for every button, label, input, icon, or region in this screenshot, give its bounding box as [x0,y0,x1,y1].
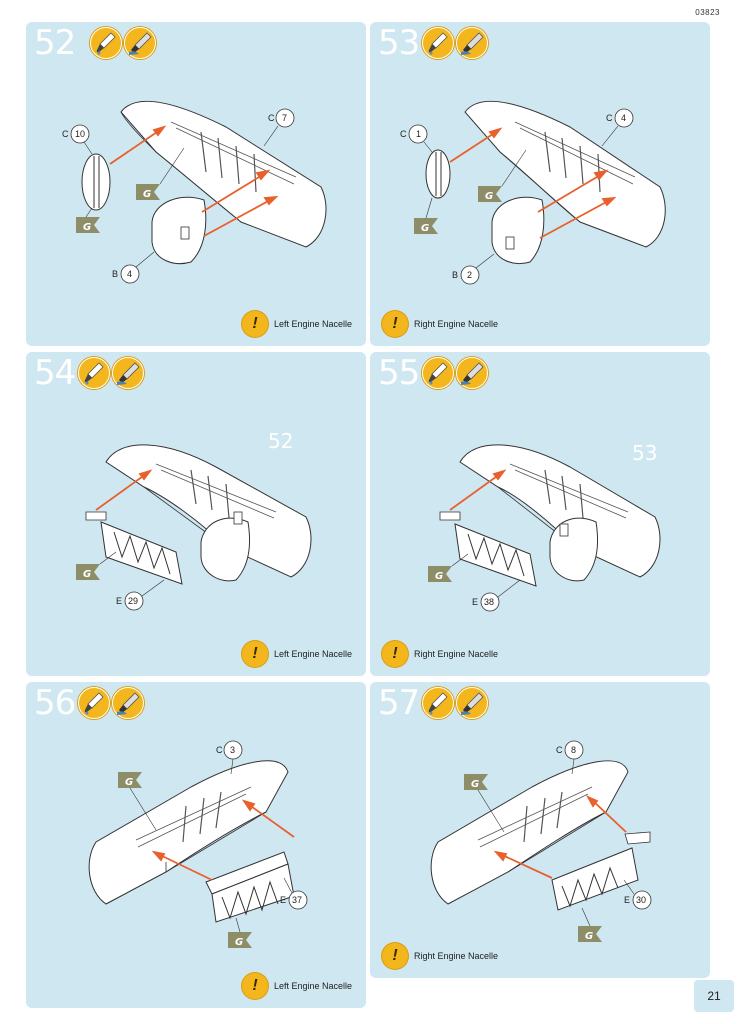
callout-letter: C [216,745,223,755]
callout-number: 4 [621,113,626,123]
paint-brush-icon [422,357,454,389]
assembly-illustration: G G C 1 C 4 B 2 [400,100,666,285]
svg-text:G: G [471,779,479,790]
callout-number: 4 [127,269,132,279]
glue-tube-icon [124,27,156,59]
callout-letter: E [116,596,122,606]
exclamation-icon: ! [382,641,408,667]
page-number: 21 [694,980,734,1012]
glue-tube-icon [456,687,488,719]
glue-tube-icon [456,357,488,389]
step-note: ! Left Engine Nacelle [242,973,352,999]
callout-number: 8 [571,745,576,755]
callout-letter: E [280,895,286,905]
assembly-illustration: G G C 3 E 37 [88,740,308,948]
exclamation-icon: ! [242,311,268,337]
exclamation-icon: ! [382,311,408,337]
callout-number: 29 [128,596,138,606]
callout-number: 30 [636,895,646,905]
glue-tube-icon [456,27,488,59]
step-note: ! Right Engine Nacelle [382,311,498,337]
step-note: ! Right Engine Nacelle [382,641,498,667]
glue-tube-icon [112,357,144,389]
step-number: 52 [34,23,76,63]
callout-number: 10 [75,129,85,139]
assembly-illustration: G G C 10 C 7 B 4 [62,100,327,284]
step-55-panel: 55 53 G E 38 ! Right Engine Nacelle [370,352,710,676]
svg-text:G: G [585,931,593,942]
svg-text:G: G [421,223,429,234]
callout-number: 38 [484,597,494,607]
svg-text:G: G [235,937,243,948]
step-note: ! Left Engine Nacelle [242,641,352,667]
exclamation-icon: ! [382,943,408,969]
paint-brush-icon [422,27,454,59]
paint-brush-icon [422,687,454,719]
callout-number: 2 [467,270,472,280]
callout-number: 3 [230,745,235,755]
assembly-illustration: 52 G E 29 [76,429,312,611]
svg-text:G: G [485,191,493,202]
reference-step: 53 [632,441,657,465]
step-note: ! Right Engine Nacelle [382,943,498,969]
callout-number: 37 [292,895,302,905]
callout-number: 1 [416,129,421,139]
callout-letter: C [62,129,69,139]
svg-text:G: G [83,569,91,580]
step-52-panel: 52 G G C 10 C 7 B [26,22,366,346]
callout-letter: E [472,597,478,607]
callout-letter: E [624,895,630,905]
svg-text:G: G [125,777,133,788]
exclamation-icon: ! [242,641,268,667]
step-number: 57 [378,683,420,723]
step-number: 56 [34,683,76,723]
step-number: 55 [378,353,420,393]
reference-step: 52 [268,429,293,453]
paint-brush-icon [78,687,110,719]
svg-text:G: G [143,189,151,200]
assembly-illustration: 53 G E 38 [428,441,661,612]
callout-letter: C [556,745,563,755]
step-54-panel: 54 52 G E 29 ! Left Engine Nacelle [26,352,366,676]
paint-brush-icon [90,27,122,59]
callout-letter: B [452,270,458,280]
svg-text:G: G [435,571,443,582]
glue-tube-icon [112,687,144,719]
document-code: 03823 [695,8,720,17]
step-note: ! Left Engine Nacelle [242,311,352,337]
step-number: 53 [378,23,420,63]
callout-letter: C [268,113,275,123]
step-56-panel: 56 G G C 3 E 37 ! Left Engine Nacelle [26,682,366,1008]
callout-letter: C [606,113,613,123]
callout-letter: B [112,269,118,279]
callout-letter: C [400,129,407,139]
paint-brush-icon [78,357,110,389]
callout-number: 7 [282,113,287,123]
svg-text:G: G [83,222,91,233]
step-57-panel: 57 G G C 8 E 30 ! Right Engine Nacelle [370,682,710,978]
exclamation-icon: ! [242,973,268,999]
assembly-illustration: G G C 8 E 30 [430,740,652,942]
step-number: 54 [34,353,76,393]
step-53-panel: 53 G G C 1 C 4 B 2 ! Right E [370,22,710,346]
